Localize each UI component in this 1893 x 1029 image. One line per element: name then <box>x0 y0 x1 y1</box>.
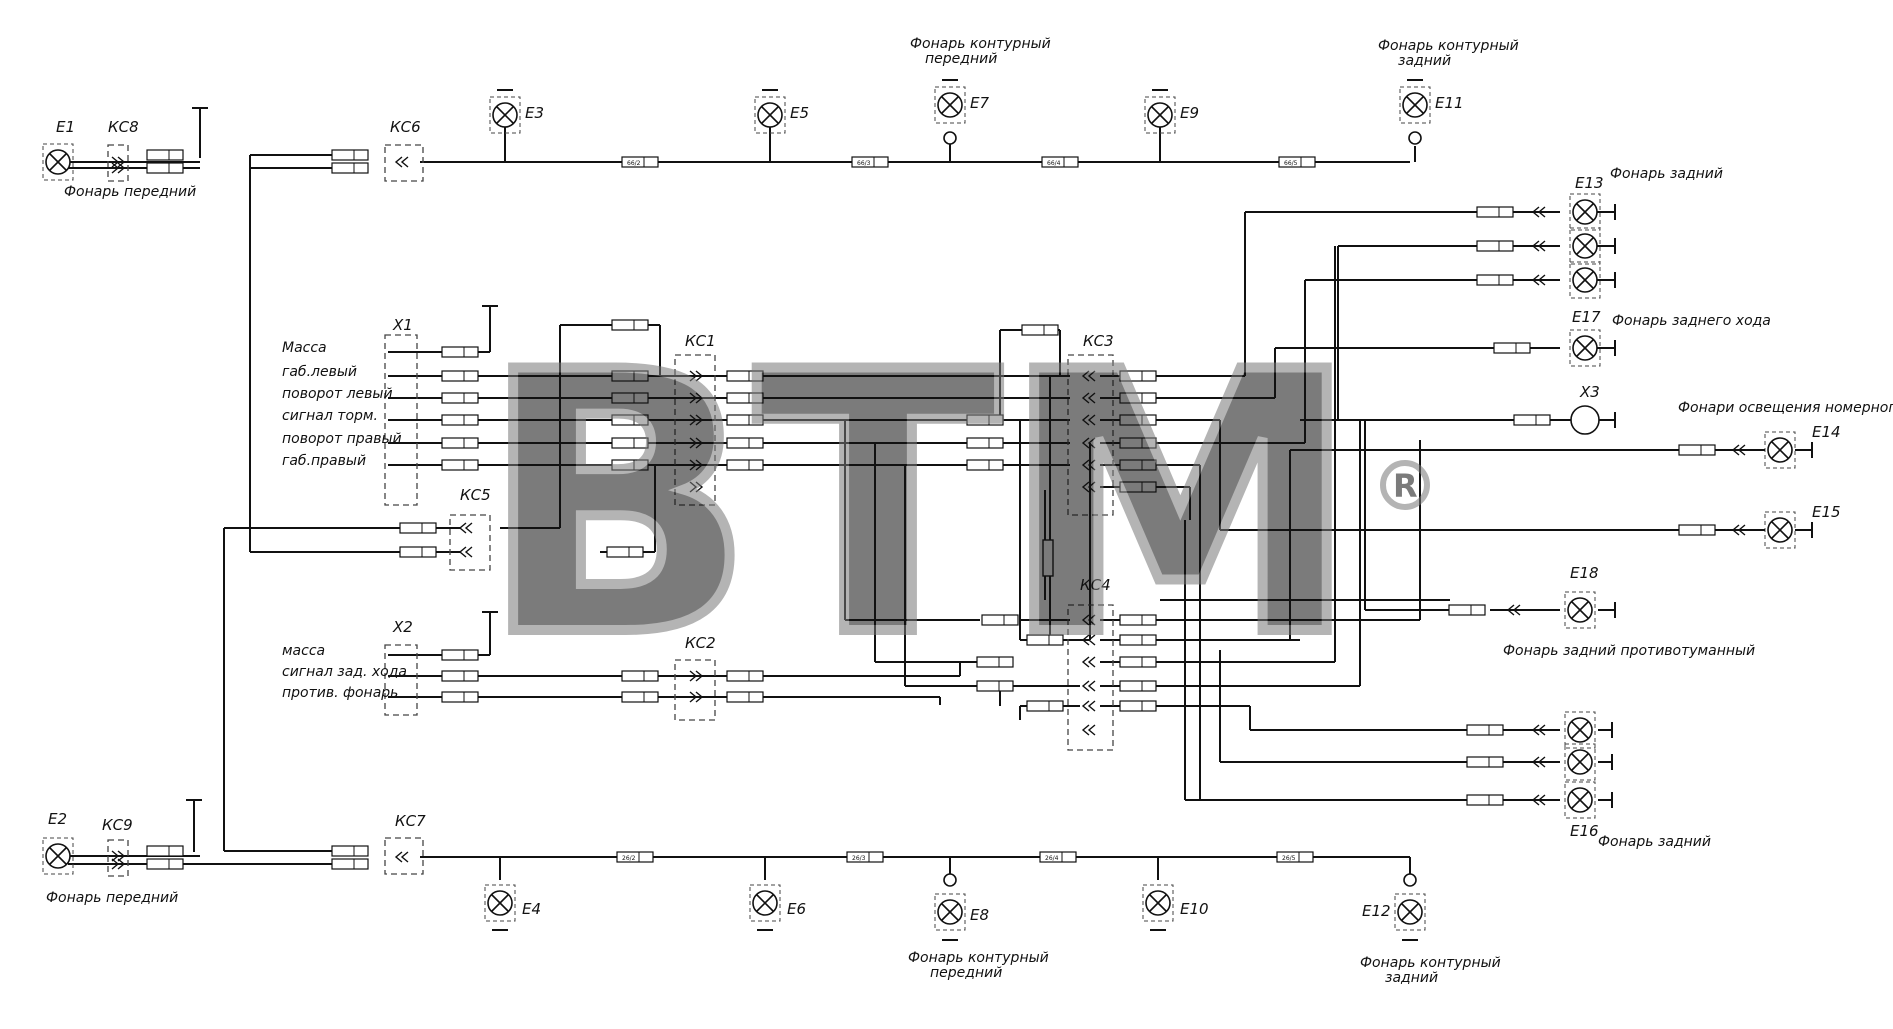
socket-x3 <box>1570 405 1615 435</box>
lamp-e18 <box>1564 591 1596 629</box>
label-e3: E3 <box>525 104 544 122</box>
lamp-e2 <box>42 837 74 875</box>
label-kc2: КС2 <box>685 634 716 652</box>
label-x2: X2 <box>392 618 413 636</box>
label-e6: E6 <box>787 900 806 918</box>
label-kc4: КС4 <box>1080 576 1111 594</box>
lamp-e16-c <box>1564 781 1596 819</box>
lamp-e14 <box>1764 431 1796 469</box>
label-kc1: КС1 <box>685 332 716 350</box>
lamp-e3 <box>489 96 521 134</box>
x2-pin2: сигнал зад. хода <box>282 664 407 680</box>
wire-66-2: 66/2 <box>627 160 641 167</box>
label-kc9: КС9 <box>102 816 133 834</box>
desc-e16: Фонарь задний <box>1598 834 1711 850</box>
lamp-e17 <box>1569 329 1601 367</box>
desc-e12-line1: Фонарь контурный <box>1360 955 1501 971</box>
desc-e11-line2: задний <box>1398 53 1451 69</box>
label-e2: E2 <box>48 810 67 828</box>
wire-26-2: 26/2 <box>622 855 636 862</box>
label-e16: E16 <box>1570 822 1599 840</box>
lamp-e8 <box>934 893 966 931</box>
desc-e7-line2: передний <box>925 51 997 67</box>
desc-e7-line1: Фонарь контурный <box>910 36 1051 52</box>
desc-e1: Фонарь передний <box>64 184 196 200</box>
wire-26-4: 26/4 <box>1045 855 1059 862</box>
desc-e8-line1: Фонарь контурный <box>908 950 1049 966</box>
label-kc7: КС7 <box>395 812 426 830</box>
x1-pin5: поворот правый <box>282 431 402 447</box>
desc-e2: Фонарь передний <box>46 890 178 906</box>
label-e17: E17 <box>1572 308 1601 326</box>
label-e5: E5 <box>790 104 809 122</box>
lamp-e15 <box>1764 511 1796 549</box>
x1-pin4: сигнал торм. <box>282 408 378 424</box>
registered-mark-icon <box>1380 460 1430 510</box>
lamp-e13-c <box>1569 261 1601 299</box>
desc-e12-line2: задний <box>1385 970 1438 986</box>
lamp-e1 <box>42 143 74 181</box>
watermark-text: BTM <box>480 296 1360 715</box>
desc-e14: Фонари освещения номерного знака <box>1678 400 1893 416</box>
lamp-e12 <box>1394 893 1426 931</box>
wire-66-3: 66/3 <box>857 160 871 167</box>
label-e1: E1 <box>56 118 75 136</box>
label-x1: X1 <box>392 316 413 334</box>
label-e14: E14 <box>1812 423 1841 441</box>
label-e12: E12 <box>1362 902 1391 920</box>
lamp-e16-a <box>1564 711 1596 749</box>
desc-e17: Фонарь заднего хода <box>1612 313 1771 329</box>
label-e15: E15 <box>1812 503 1841 521</box>
label-kc5: КС5 <box>460 486 491 504</box>
label-kc3: КС3 <box>1083 332 1114 350</box>
x1-pin1: Масса <box>282 340 327 356</box>
x1-pin6: габ.правый <box>282 453 366 469</box>
watermark: BTM R <box>475 291 1430 720</box>
wire-26-3: 26/3 <box>852 855 866 862</box>
right-wiring <box>1100 211 1700 801</box>
lamp-e9 <box>1144 96 1176 134</box>
x2-wiring <box>388 612 961 705</box>
label-e4: E4 <box>522 900 541 918</box>
label-e8: E8 <box>970 906 989 924</box>
label-kc6: КС6 <box>390 118 421 136</box>
x2-pin3: против. фонарь <box>282 685 398 701</box>
label-e9: E9 <box>1180 104 1199 122</box>
label-e18: E18 <box>1570 564 1599 582</box>
connector-blocks <box>107 144 1114 877</box>
svg-text:R: R <box>1393 467 1418 505</box>
lamp-e16-b <box>1564 743 1596 781</box>
label-e10: E10 <box>1180 900 1209 918</box>
desc-e8-line2: передний <box>930 965 1002 981</box>
wire-26-5: 26/5 <box>1282 855 1296 862</box>
lamp-e11 <box>1399 86 1431 124</box>
lamp-e5 <box>754 96 786 134</box>
lamp-e6 <box>749 884 781 922</box>
x1-pin2: габ.левый <box>282 364 357 380</box>
wire-66-5: 66/5 <box>1284 160 1298 167</box>
label-kc8: КС8 <box>108 118 139 136</box>
labels: E1 КС8 Фонарь передний КС6 E3 E5 E7 E9 E… <box>46 36 1893 986</box>
lamp-e13-a <box>1569 193 1601 231</box>
desc-e13: Фонарь задний <box>1610 166 1723 182</box>
lamp-e10 <box>1142 884 1174 922</box>
label-x3: X3 <box>1579 383 1600 401</box>
lamp-e4 <box>484 884 516 922</box>
wire-66-4: 66/4 <box>1047 160 1061 167</box>
lamp-e13-b <box>1569 227 1601 265</box>
label-e13: E13 <box>1575 174 1604 192</box>
label-e11: E11 <box>1435 94 1464 112</box>
lamp-e7 <box>934 86 966 124</box>
x2-pin1: масса <box>282 643 325 659</box>
x1-pin3: поворот левый <box>282 386 393 402</box>
desc-e11-line1: Фонарь контурный <box>1378 38 1519 54</box>
label-e7: E7 <box>970 94 989 112</box>
desc-e18: Фонарь задний противотуманный <box>1503 643 1755 659</box>
